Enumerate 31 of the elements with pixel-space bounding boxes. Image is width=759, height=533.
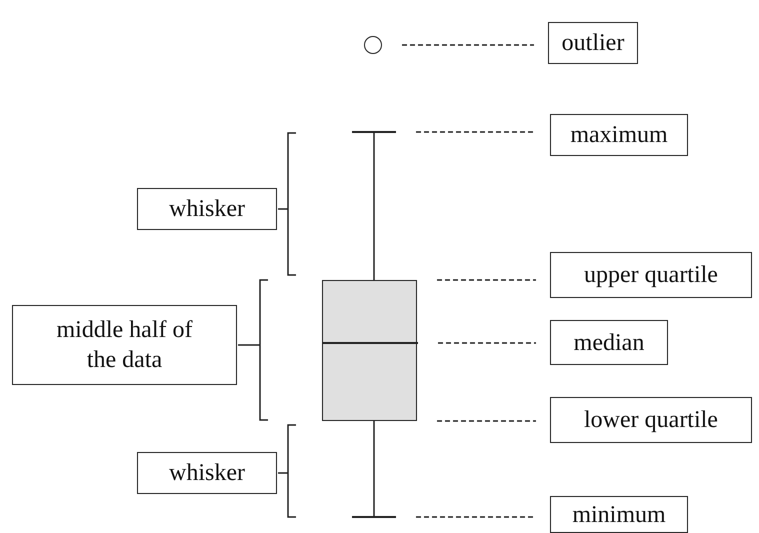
label-box	[550, 252, 752, 298]
label-text: lower quartile	[584, 406, 718, 435]
label-box	[137, 188, 277, 230]
line-marker	[352, 516, 396, 518]
label-box	[137, 452, 277, 494]
line-marker	[352, 131, 396, 133]
quartile-box	[322, 280, 417, 421]
label-box	[548, 22, 638, 64]
leader-line	[416, 131, 536, 133]
label-box	[550, 397, 752, 443]
whisker-line	[373, 133, 375, 280]
label-text: upper quartile	[584, 261, 718, 290]
label-text: outlier	[562, 29, 624, 58]
leader-line	[416, 516, 536, 518]
whisker-line	[373, 421, 375, 516]
label-text: maximum	[570, 121, 668, 150]
label-text: whisker	[169, 195, 245, 224]
label-text: middle half of the data	[56, 316, 194, 375]
leader-line	[402, 44, 534, 46]
line-marker	[323, 342, 418, 344]
leader-line	[437, 279, 536, 281]
label-box	[12, 305, 237, 385]
label-text: median	[574, 328, 644, 358]
outlier-circle	[364, 36, 382, 54]
label-box	[550, 114, 688, 156]
label-box	[550, 320, 668, 365]
leader-line	[438, 342, 536, 344]
label-text: whisker	[169, 459, 245, 488]
label-box	[550, 496, 688, 533]
label-text: minimum	[572, 500, 666, 530]
leader-line	[437, 420, 536, 422]
